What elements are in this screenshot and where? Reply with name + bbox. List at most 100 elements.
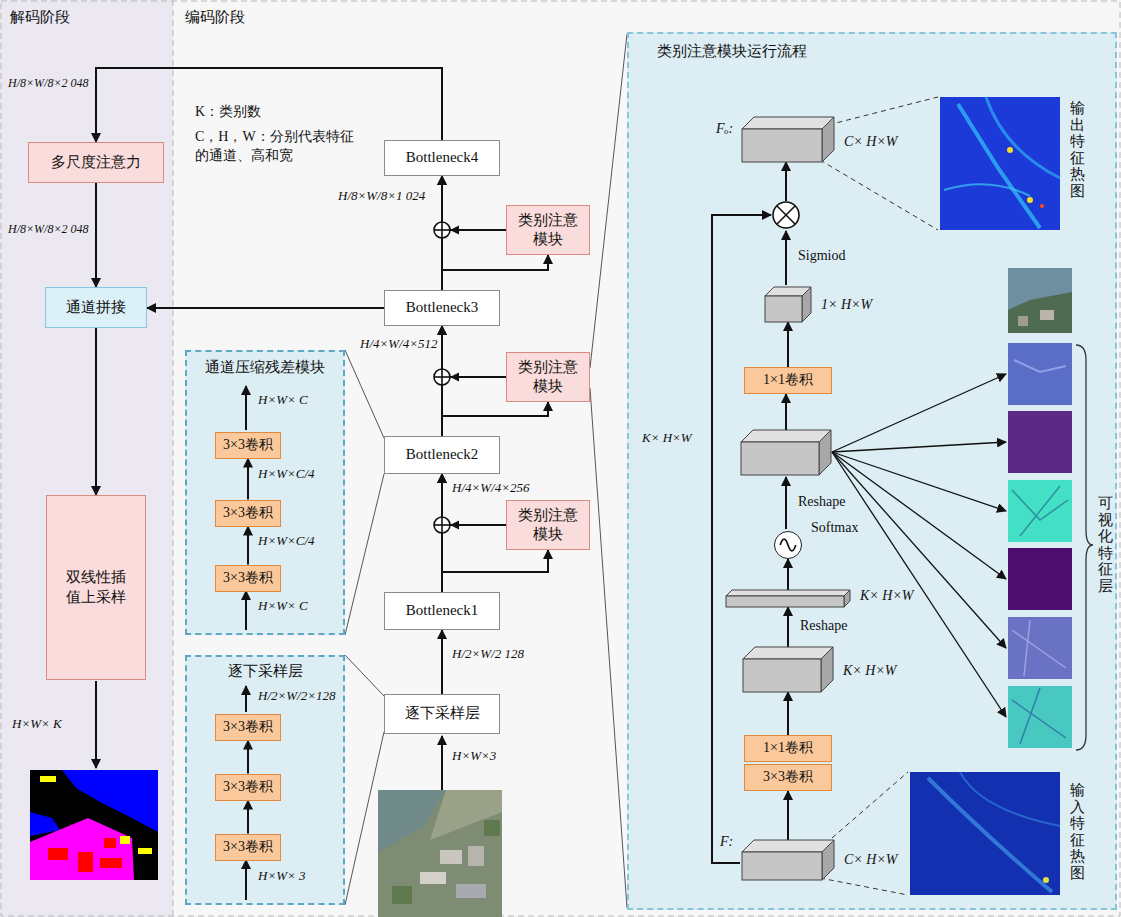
submodule-title: 通道压缩残差模块 <box>187 358 343 378</box>
annotation-label: K：类别数 <box>195 104 261 121</box>
node-label: Bottleneck1 <box>406 601 478 621</box>
tensor-top <box>742 840 834 852</box>
node-label: 多尺度注意力 <box>51 153 141 173</box>
detail-panel: 类别注意模块运行流程Fₒ:C× H×W1× H×W1×1卷积SoftmaxK× … <box>627 32 1117 910</box>
tensor-label: C× H×W <box>844 852 898 869</box>
tensor-block: Fₒ:C× H×W <box>742 117 834 162</box>
tensor-side <box>822 117 834 162</box>
softmax-circle: Softmax <box>774 531 802 559</box>
annotation-label: H/2×W/2×128 <box>258 688 336 704</box>
tensor-label: K× H×W <box>843 663 897 680</box>
node-label: 类别注意模块 <box>517 211 579 250</box>
tensor-shape <box>765 287 811 322</box>
tensor-front <box>743 659 821 692</box>
annotation-label: H×W× C <box>258 392 308 408</box>
node-label: 逐下采样层 <box>405 704 480 724</box>
conv-box: 3×3卷积 <box>744 764 832 791</box>
flow-arrow <box>442 326 506 377</box>
tensor-top <box>743 647 833 659</box>
stage-band: 解码阶段多尺度注意力通道拼接双线性插值上采样 <box>0 0 173 917</box>
flow-arrow <box>247 527 249 565</box>
annotation-label: H/2×W/2 128 <box>452 646 524 662</box>
annotation-label: H/4×W/4×512 <box>360 336 438 352</box>
tensor-label: Softmax <box>811 520 858 537</box>
wave <box>780 539 796 551</box>
annotation-label: 输出特征热图 <box>1070 100 1085 199</box>
module-box: 类别注意模块 <box>506 500 590 550</box>
flow-arrow <box>247 801 249 834</box>
tensor-label: F: <box>720 834 733 851</box>
tensor-block: 1× H×W <box>765 287 811 322</box>
node-label: 3×3卷积 <box>223 436 273 454</box>
annotation-label: 可视化特征层 <box>1098 495 1113 594</box>
conv-box: 3×3卷积 <box>215 500 281 527</box>
conv-box: 3×3卷积 <box>215 774 281 801</box>
annotation-label: K× H×W <box>642 430 692 446</box>
node-label: 1×1卷积 <box>763 739 813 757</box>
tensor-side <box>844 590 850 607</box>
region-title: 解码阶段 <box>10 8 70 28</box>
flow-arrow <box>147 307 384 309</box>
tensor-shape <box>743 647 833 692</box>
node-label: Bottleneck3 <box>406 298 478 318</box>
concat-box: 通道拼接 <box>45 287 147 328</box>
annotation-label: H×W× K <box>12 716 62 732</box>
flow-arrow <box>787 559 789 590</box>
flow-arrow <box>442 176 506 230</box>
annotation-label: C，H，W：分别代表特征的通道、高和宽 <box>195 128 363 166</box>
flow-arrow <box>787 322 789 367</box>
tensor-block: K× H×W <box>726 590 850 607</box>
node-label: 类别注意模块 <box>517 358 579 397</box>
annotation-label: Sigmiod <box>798 248 845 265</box>
tensor-shape <box>726 590 850 607</box>
tensor-front <box>726 596 844 607</box>
submodule-title: 逐下采样层 <box>187 662 343 682</box>
tensor-front <box>765 296 802 322</box>
tensor-front <box>742 129 822 162</box>
annotation-label: 输入特征热图 <box>1070 782 1085 881</box>
tensor-label: C× H×W <box>844 134 898 151</box>
node-label: 3×3卷积 <box>223 778 273 796</box>
conv-box: 3×3卷积 <box>215 714 281 741</box>
annotation-label: H×W×C/4 <box>258 466 315 482</box>
edge-label: Reshape <box>800 618 847 635</box>
flow-arrow <box>95 328 97 495</box>
bottleneck-box: Bottleneck2 <box>384 436 500 474</box>
annotation-label: H×W× 3 <box>258 868 306 884</box>
bottleneck-box: Bottleneck3 <box>384 290 500 326</box>
region-title: 类别注意模块运行流程 <box>657 42 807 62</box>
region-title: 编码阶段 <box>185 8 245 28</box>
tensor-front <box>742 852 822 880</box>
flow-arrow <box>247 741 249 774</box>
tensor-side <box>821 647 833 692</box>
bottleneck-box: 逐下采样层 <box>384 694 500 734</box>
annotation-label: H/8×W/8×2 048 <box>8 76 89 90</box>
bottleneck-box: Bottleneck1 <box>384 592 500 630</box>
annotation-label: H×W× C <box>258 598 308 614</box>
node-label: 3×3卷积 <box>223 504 273 522</box>
bottleneck-box: Bottleneck4 <box>384 140 500 176</box>
conv-box: 1×1卷积 <box>744 367 832 394</box>
tensor-block: K× H×W <box>743 647 833 692</box>
flow-arrow <box>442 255 548 290</box>
flow-arrow <box>95 183 97 287</box>
tensor-label: Fₒ: <box>716 121 733 138</box>
module-box: 类别注意模块 <box>506 352 590 402</box>
node-label: Bottleneck4 <box>406 148 478 168</box>
annotation-label: H×W×3 <box>452 748 496 764</box>
flow-arrow <box>442 402 548 436</box>
softmax-glyph <box>775 532 801 558</box>
module-box: 类别注意模块 <box>506 205 590 255</box>
conv-box: 3×3卷积 <box>215 565 281 592</box>
annotation-label: H/4×W/4×256 <box>452 480 530 496</box>
module-box: 双线性插值上采样 <box>46 495 146 680</box>
conv-box: 3×3卷积 <box>215 834 281 861</box>
flow-arrow <box>247 459 249 500</box>
tensor-label: 1× H×W <box>821 297 872 314</box>
node-label: 3×3卷积 <box>223 569 273 587</box>
node-label: Bottleneck2 <box>406 445 478 465</box>
